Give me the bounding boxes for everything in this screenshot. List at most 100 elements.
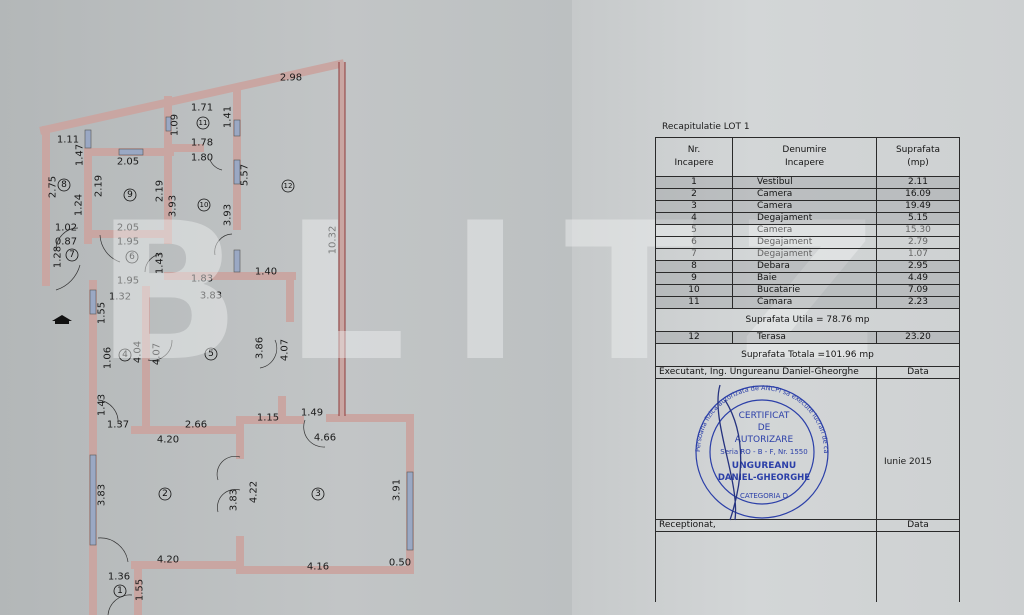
room-nr: 9 [655, 272, 733, 285]
room-area: 2.79 [876, 236, 960, 249]
dimension-label: 2.98 [280, 73, 302, 84]
room-area: 1.07 [876, 248, 960, 261]
recap-table: Nr. Incapere Denumire Incapere Suprafata… [655, 137, 960, 602]
dimension-label: 1.95 [117, 237, 139, 248]
dimension-label: 1.37 [107, 420, 129, 431]
stamp-line: Seria RO - B - F, Nr. 1550 [720, 448, 807, 456]
dimension-label: 1.49 [301, 408, 323, 419]
dimension-label: 4.04 [133, 341, 144, 363]
room-name: Degajament [732, 212, 877, 225]
dimension-label: 3.93 [223, 204, 234, 226]
signature-row [655, 378, 960, 520]
room-name: Degajament [732, 248, 877, 261]
room-label-11: 11 [199, 119, 208, 127]
room-name: Camara [732, 296, 877, 309]
stamp-line: DE [758, 423, 771, 433]
dimension-label: 2.75 [48, 176, 59, 198]
windows [84, 116, 414, 551]
room-name: Vestibul [732, 176, 877, 189]
grand-total-row: Suprafata Totala =101.96 mp [655, 343, 960, 367]
walls [39, 59, 414, 615]
room-label-1: 1 [117, 586, 123, 596]
dimension-label: 0.50 [389, 558, 411, 569]
dimension-label: 4.66 [314, 433, 336, 444]
dimension-label: 2.05 [117, 223, 139, 234]
room-name: Terasa [732, 331, 877, 344]
authorization-stamp: Persoana fizica autorizata de ANCPI sa e… [680, 380, 830, 521]
dimension-label: 1.15 [257, 413, 279, 424]
stamp-line: AUTORIZARE [735, 435, 794, 445]
stamp-line: DANIEL-GHEORGHE [718, 473, 810, 483]
dimension-label: 4.22 [249, 481, 260, 503]
room-name: Bucatarie [732, 284, 877, 297]
executant: Executant, Ing. Ungureanu Daniel-Gheorgh… [655, 366, 877, 379]
room-area: 19.49 [876, 200, 960, 213]
room-label-6: 6 [129, 252, 135, 262]
dimension-label: 1.71 [191, 103, 213, 114]
room-area: 5.15 [876, 212, 960, 225]
dimension-label: 3.91 [392, 479, 403, 501]
header-nr: Nr. Incapere [655, 137, 733, 177]
room-label-12: 12 [284, 182, 293, 190]
dimension-label: 1.24 [74, 194, 85, 216]
dimension-label: 4.16 [307, 562, 329, 573]
dimension-label: 2.19 [155, 180, 166, 202]
dimension-label: 1.32 [109, 292, 131, 303]
room-nr: 5 [655, 224, 733, 237]
dimension-label: 1.06 [103, 347, 114, 369]
room-area: 2.23 [876, 296, 960, 309]
useful-total: Suprafata Utila = 78.76 mp [655, 308, 960, 332]
dimension-label: 1.43 [155, 252, 166, 274]
room-name: Camera [732, 188, 877, 201]
dimension-label: 1.36 [108, 572, 130, 583]
room-nr: 8 [655, 260, 733, 273]
room-name: Baie [732, 272, 877, 285]
dimension-label: 1.43 [97, 394, 108, 416]
dimension-label: 4.07 [280, 339, 291, 361]
room-area: 15.30 [876, 224, 960, 237]
dimension-label: 1.78 [191, 138, 213, 149]
room-number-labels: 1 2 3 4 5 6 7 8 9 10 11 12 [61, 119, 321, 596]
room-nr: 6 [655, 236, 733, 249]
room-area: 7.09 [876, 284, 960, 297]
dimension-label: 1.40 [255, 267, 277, 278]
dimension-label: 2.19 [94, 175, 105, 197]
header-name: Denumire Incapere [732, 137, 877, 177]
stamp-line: UNGUREANU [732, 461, 796, 471]
room-nr: 11 [655, 296, 733, 309]
data-label-2: Data [876, 519, 960, 532]
room-name: Camera [732, 200, 877, 213]
dimension-label: 2.05 [117, 157, 139, 168]
signature [717, 384, 742, 521]
dimension-label: 1.11 [57, 135, 79, 146]
room-area: 2.11 [876, 176, 960, 189]
dimension-label: 4.20 [157, 555, 179, 566]
room-name: Degajament [732, 236, 877, 249]
table-header: Nr. Incapere Denumire Incapere Suprafata… [655, 137, 960, 177]
room-label-9: 9 [127, 190, 133, 200]
room-area: 16.09 [876, 188, 960, 201]
dimension-label: 3.83 [229, 489, 240, 511]
dimension-label: 1.95 [117, 276, 139, 287]
dimension-label: 1.55 [135, 579, 146, 601]
dimension-label: 1.80 [191, 153, 213, 164]
room-nr: 1 [655, 176, 733, 189]
dimension-label: 1.41 [223, 106, 234, 128]
room-label-4: 4 [122, 350, 128, 360]
dimension-label: 0.87 [55, 237, 77, 248]
room-label-10: 10 [200, 201, 209, 209]
room-nr: 2 [655, 188, 733, 201]
dimension-label: 3.93 [168, 195, 179, 217]
dimension-label: 1.55 [97, 302, 108, 324]
